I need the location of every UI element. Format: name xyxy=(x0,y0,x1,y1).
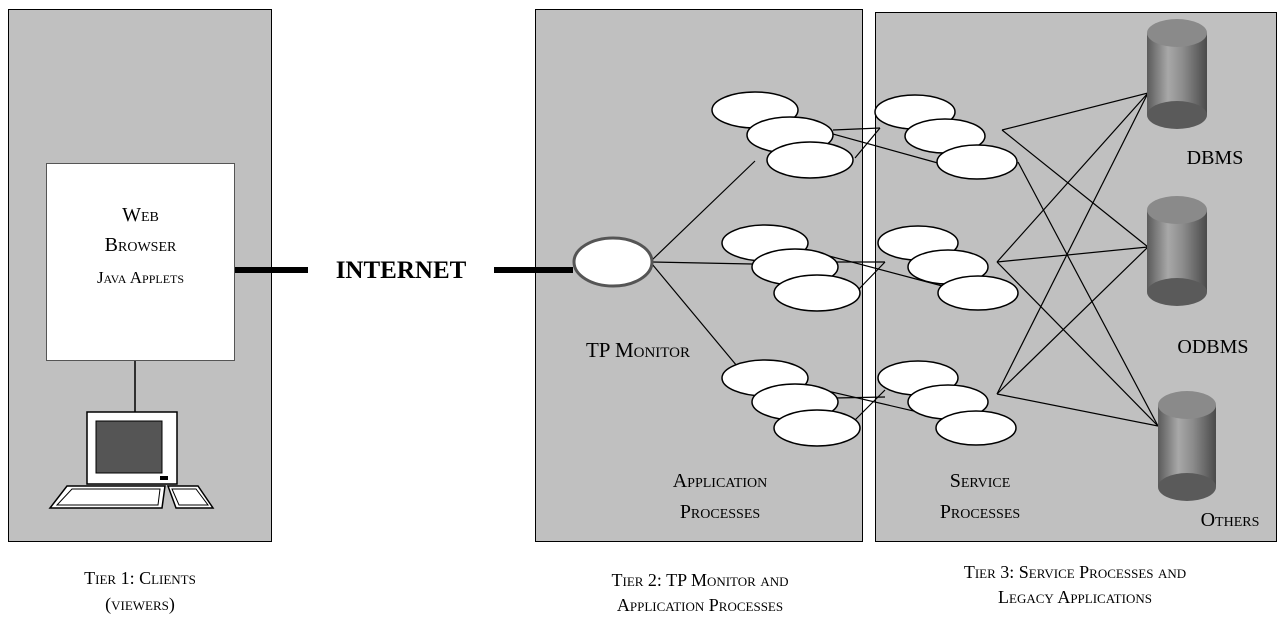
service-process-group-1 xyxy=(874,94,1018,180)
database-cylinder-odbms xyxy=(1147,196,1207,306)
tier1-caption-line2: (viewers) xyxy=(105,594,175,614)
browser-title-line2: Browser xyxy=(104,234,177,256)
internet-label: INTERNET xyxy=(335,257,467,284)
tier2-caption-line1: Tier 2: TP Monitor and xyxy=(611,570,789,590)
service-process-group-2 xyxy=(877,225,1019,311)
application-process-group-3 xyxy=(721,359,861,447)
computer-icon xyxy=(48,411,215,509)
odbms-label: ODBMS xyxy=(1177,336,1249,358)
tier3-caption-line2: Legacy Applications xyxy=(998,587,1152,607)
service-processes-line1: Service xyxy=(949,470,1011,492)
others-label: Others xyxy=(1200,509,1260,531)
service-db-links xyxy=(996,92,1159,427)
tier1-caption-line1: Tier 1: Clients xyxy=(84,568,196,588)
service-processes-line2: Processes xyxy=(939,501,1021,523)
tier3-caption-line1: Tier 3: Service Processes and xyxy=(963,562,1187,582)
database-cylinder-others xyxy=(1158,391,1216,501)
dbms-label: DBMS xyxy=(1186,147,1244,169)
application-process-group-1 xyxy=(711,91,854,179)
tp-monitor-label: TP Monitor xyxy=(585,338,691,362)
application-process-group-2 xyxy=(721,224,861,312)
database-cylinder-dbms xyxy=(1147,19,1207,129)
application-processes-line2: Processes xyxy=(679,501,761,523)
monitor-links xyxy=(651,160,756,385)
tp-monitor-node xyxy=(572,236,654,288)
service-process-group-3 xyxy=(877,360,1017,446)
web-browser-box xyxy=(46,163,235,361)
browser-title-line1: Web xyxy=(122,204,159,226)
application-processes-line1: Application xyxy=(672,470,768,492)
browser-java-applets: Java Applets xyxy=(96,268,185,287)
tier2-caption-line2: Application Processes xyxy=(616,595,784,615)
